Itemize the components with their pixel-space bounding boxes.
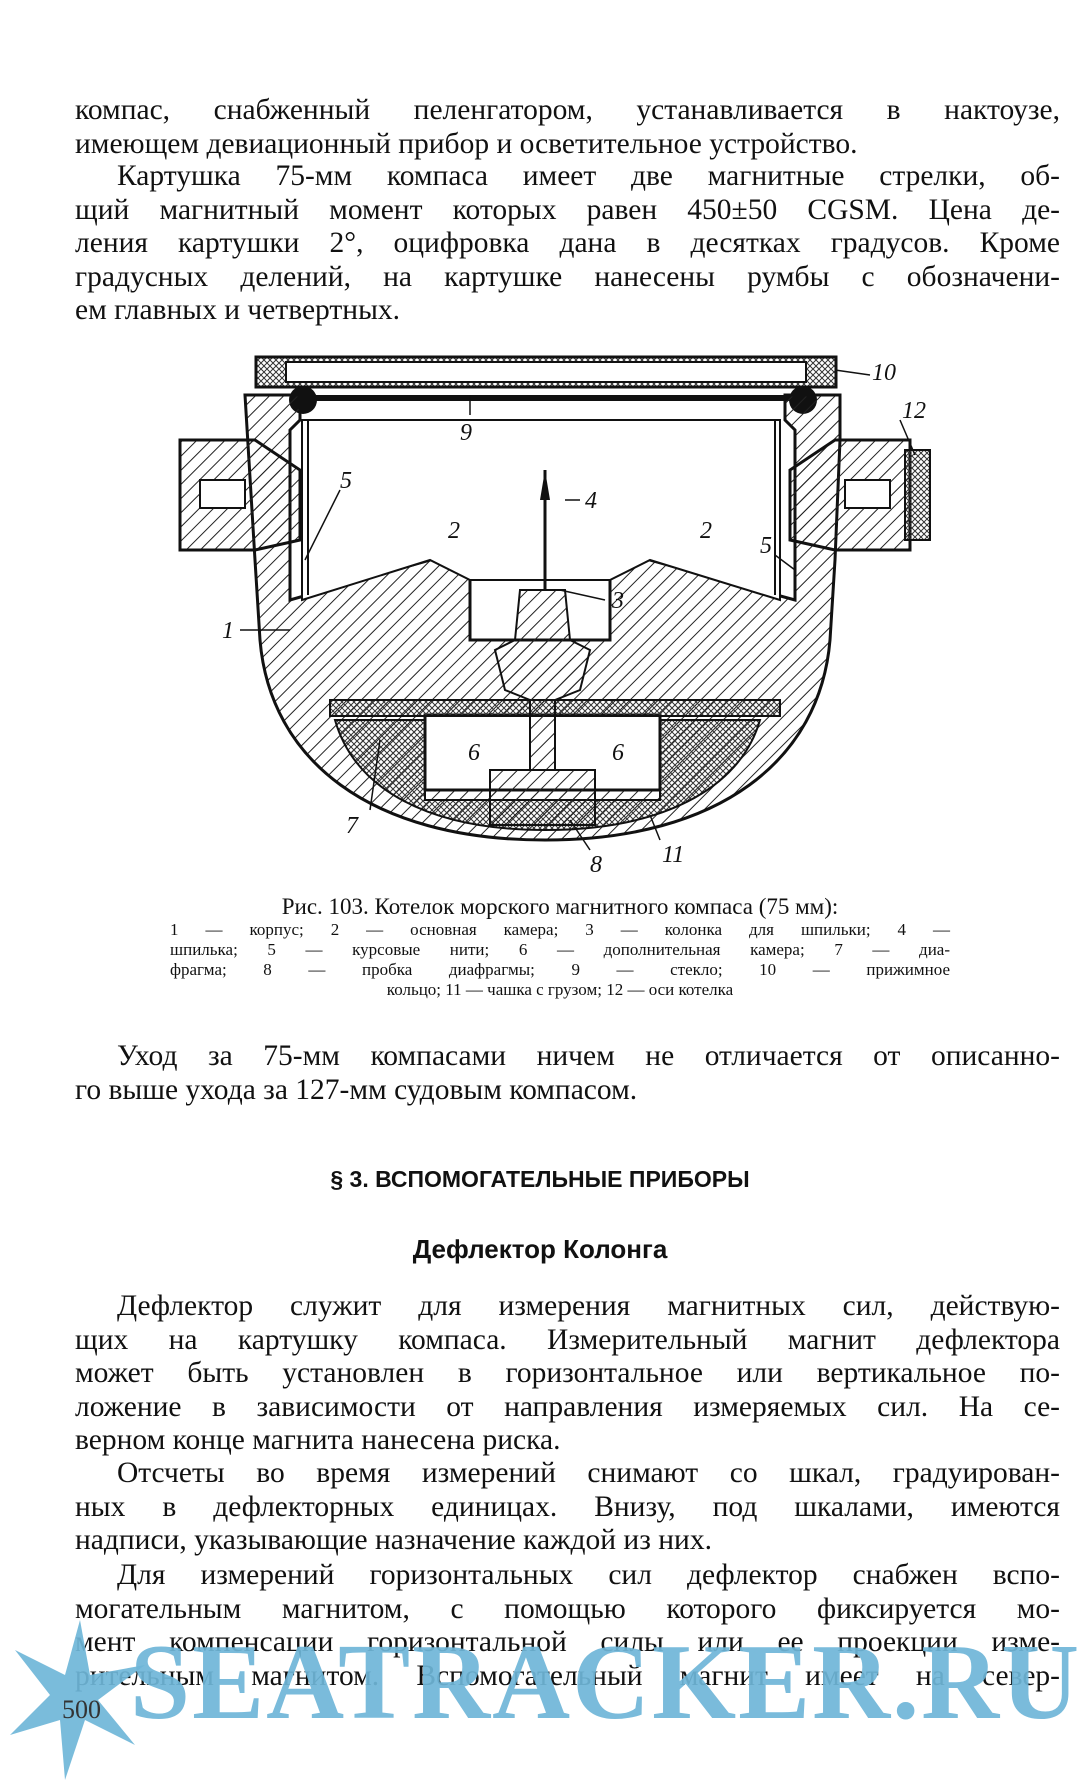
label-6-left: 6 [468, 740, 480, 766]
paragraph-intro: компас, снабженный пеленгатором, устанав… [75, 94, 1060, 161]
text-line: ления картушки 2°, оцифровка дана в деся… [75, 227, 1060, 259]
label-2-right: 2 [700, 518, 712, 544]
text-line: надписи, указывающие назначение каждой и… [75, 1524, 712, 1556]
text-line: рительным магнитом. Вспомогательный магн… [75, 1659, 1060, 1692]
paragraph-auxiliary-magnet: Для измерений горизонтальных сил дефлект… [75, 1559, 1060, 1693]
label-6-right: 6 [612, 740, 624, 766]
caption-title: Рис. 103. Котелок морского магнитного ко… [281, 894, 839, 919]
subheading: Дефлектор Колонга [412, 1234, 668, 1264]
caption-line: фрагма; 8 — пробка диафрагмы; 9 — стекло… [170, 960, 950, 979]
text-line: Уход за 75-мм компасами ничем не отличае… [117, 1040, 1060, 1072]
caption-line: шпилька; 5 — курсовые нити; 6 — дополнит… [170, 940, 950, 959]
text-line: ем главных и четвертных. [75, 294, 401, 326]
label-8: 8 [590, 852, 602, 878]
label-10: 10 [872, 360, 896, 386]
label-9: 9 [460, 420, 472, 446]
label-12: 12 [902, 398, 926, 424]
text-line: щих на картушку компаса. Измерительный м… [75, 1323, 1060, 1356]
section-heading: § 3. ВСПОМОГАТЕЛЬНЫЕ ПРИБОРЫ [330, 1166, 750, 1192]
text-line: Картушка 75-мм компаса имеет две магнитн… [117, 160, 1060, 192]
label-2-left: 2 [448, 518, 460, 544]
label-5-left: 5 [340, 468, 352, 494]
label-5-right: 5 [760, 533, 772, 559]
text-line: Отсчеты во время измерений снимают со шк… [117, 1457, 1060, 1489]
label-7: 7 [346, 813, 359, 839]
paragraph-readings: Отсчеты во время измерений снимают со шк… [75, 1457, 1060, 1558]
watermark-star-icon [10, 1620, 145, 1780]
text-line: имеющем девиационный прибор и осветитель… [75, 127, 858, 160]
text-line: Для измерений горизонтальных сил дефлект… [117, 1559, 1060, 1591]
text-line: го выше ухода за 127-мм судовым компасом… [75, 1073, 638, 1106]
caption-line: кольцо; 11 — чашка с грузом; 12 — оси ко… [386, 980, 734, 999]
text-line: могательным магнитом, с помощью которого… [75, 1592, 1060, 1625]
watermark-text: SEATRACKER.RU [130, 1623, 1080, 1742]
text-line: щий магнитный момент которых равен 450±5… [75, 193, 1060, 226]
text-line: может быть установлен в горизонтальное и… [75, 1357, 1060, 1389]
text-line: Дефлектор служит для измерения магнитных… [117, 1290, 1060, 1322]
pivot-column [493, 470, 592, 771]
label-3: 3 [611, 588, 624, 614]
paragraph-deflector: Дефлектор служит для измерения магнитных… [75, 1290, 1060, 1458]
text-line: верном конце магнита нанесена риска. [75, 1424, 561, 1456]
text-line: ложение в зависимости от направления изм… [75, 1390, 1060, 1423]
label-4: 4 [585, 488, 597, 514]
label-1: 1 [222, 618, 234, 644]
text-line: градусных делений, на картушке нанесены … [75, 260, 1060, 293]
figure-caption: Рис. 103. Котелок морского магнитного ко… [170, 893, 950, 1000]
caption-line: 1 — корпус; 2 — основная камера; 3 — кол… [170, 920, 950, 939]
label-11: 11 [662, 842, 684, 868]
page-number: 500 [62, 1695, 101, 1724]
paragraph-card: Картушка 75-мм компаса имеет две магнитн… [75, 160, 1060, 328]
paragraph-care: Уход за 75-мм компасами ничем не отличае… [75, 1040, 1060, 1107]
text-line: компас, снабженный пеленгатором, устанав… [75, 94, 1060, 126]
text-line: мент компенсации горизонтальной силы или… [75, 1626, 1060, 1658]
text-line: ных в дефлекторных единицах. Внизу, под … [75, 1490, 1060, 1523]
pressing-ring [254, 355, 838, 389]
